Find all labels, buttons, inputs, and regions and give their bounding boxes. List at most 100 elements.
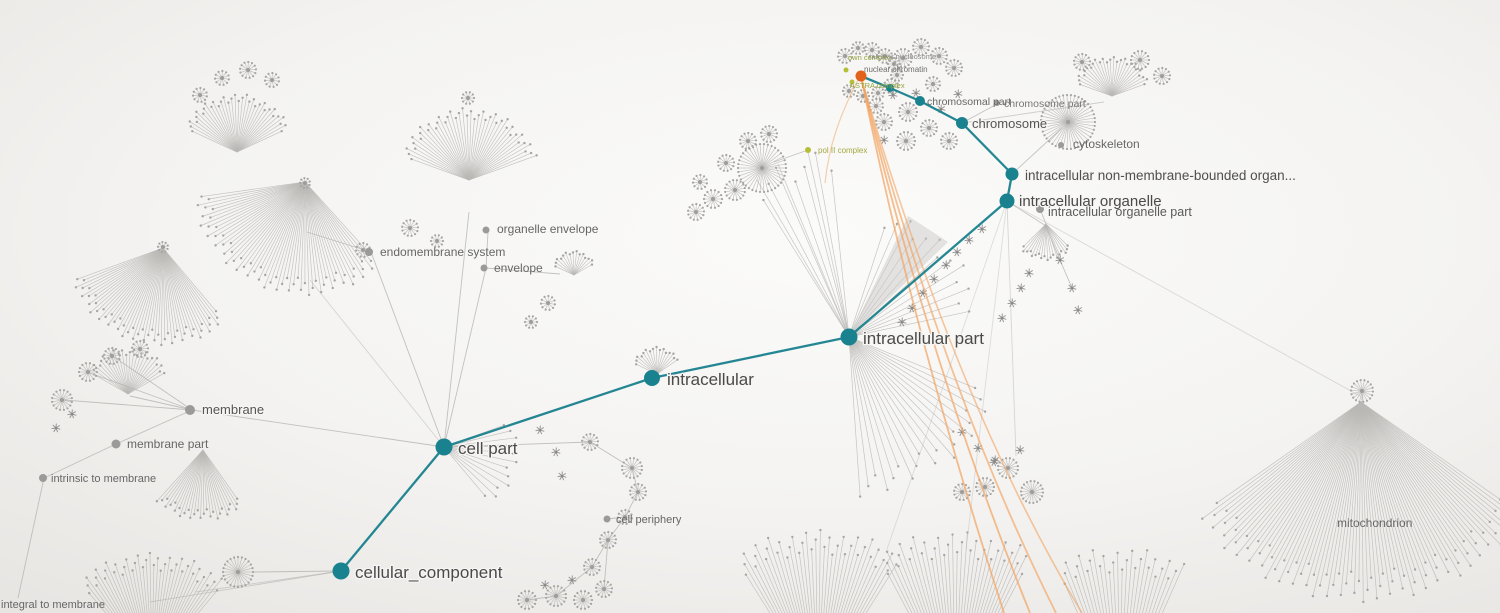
term-node-cytoskeleton[interactable] xyxy=(1058,142,1064,148)
node-cluster-flower xyxy=(401,218,420,237)
node-cluster-flower xyxy=(77,362,99,382)
node-cluster-flower xyxy=(850,41,866,55)
term-label-cytoskeleton[interactable]: cytoskeleton xyxy=(1073,137,1140,151)
node-cluster-flower xyxy=(1073,52,1092,71)
term-node-intracellular-organelle[interactable] xyxy=(999,193,1015,209)
node-cluster-flower xyxy=(51,389,73,411)
orange-curve-layer xyxy=(824,79,1083,613)
star-node xyxy=(997,313,1007,323)
term-node-intracellular-non-membrane-bounded-organelle[interactable] xyxy=(1005,167,1019,181)
term-label-nuclear-nucleosome[interactable]: nuclear nucleosome xyxy=(869,52,936,61)
term-node-cell-part[interactable] xyxy=(435,438,453,456)
star-node xyxy=(557,471,567,481)
node-cluster-flower xyxy=(924,75,941,92)
term-node-chromosome[interactable] xyxy=(956,117,968,129)
term-label-intracellular-non-membrane-bounded-organ[interactable]: intracellular non-membrane-bounded organ… xyxy=(1024,167,1298,185)
term-label-cell-periphery[interactable]: cell periphery xyxy=(616,514,682,526)
term-label-pol-ii-complex[interactable]: pol II complex xyxy=(818,146,867,155)
highlight-curve-orange xyxy=(861,80,1031,613)
term-label-astra-complex[interactable]: ASTRA complex xyxy=(850,81,905,90)
term-label-own-complex[interactable]: own complex xyxy=(848,53,892,62)
node-cluster-flower xyxy=(876,47,893,64)
dense-wedge-layer xyxy=(849,216,948,337)
term-node-intracellular-organelle-part[interactable] xyxy=(1036,205,1044,213)
term-label-chromosomal-part[interactable]: chromosomal part xyxy=(927,96,1011,108)
dense-edge-bundle xyxy=(849,216,948,337)
node-cluster-flower xyxy=(131,339,150,358)
node-cluster-flower xyxy=(1039,93,1097,151)
term-label-cell-part[interactable]: cell part xyxy=(457,438,519,460)
node-cluster-flower xyxy=(836,47,853,64)
term-node-green-dot-1[interactable] xyxy=(843,67,849,73)
term-node-intracellular-part[interactable] xyxy=(840,328,858,346)
term-label-membrane-part[interactable]: membrane part xyxy=(127,437,209,451)
term-node-nuclear-chromatin[interactable] xyxy=(855,70,867,82)
label-layer: cellular_component cell part intracellular… xyxy=(1,52,1412,611)
term-label-nuclear-chromatin[interactable]: nuclear chromatin xyxy=(864,65,928,74)
node-cluster-flower xyxy=(930,46,949,65)
term-label-intracellular[interactable]: intracellular xyxy=(666,369,756,391)
term-label-organelle-envelope[interactable]: organelle envelope xyxy=(497,222,599,236)
star-node xyxy=(1073,305,1083,315)
gray-edge-layer xyxy=(17,101,1363,603)
node-cluster-fan xyxy=(742,528,898,613)
term-label-endomembrane-system[interactable]: endomembrane system xyxy=(380,245,505,259)
term-node-chromosomal-part[interactable] xyxy=(915,96,925,106)
term-node-membrane-part[interactable] xyxy=(111,439,121,449)
node-cluster-flower xyxy=(1019,479,1045,505)
term-label-envelope[interactable]: envelope xyxy=(494,261,543,275)
term-node-pol-ii-complex[interactable] xyxy=(805,147,811,153)
highlight-path-edge xyxy=(339,445,446,573)
term-node-endomembrane-system[interactable] xyxy=(365,248,373,256)
term-node-cellular-component[interactable] xyxy=(332,562,350,580)
term-label-intrinsic-to-membrane[interactable]: intrinsic to membrane xyxy=(51,473,156,485)
node-cluster-flower xyxy=(629,482,648,501)
node-cluster-flower xyxy=(581,432,600,451)
star-node xyxy=(888,90,898,100)
term-label-membrane[interactable]: membrane xyxy=(201,401,266,419)
term-label-intracellular-organelle-part[interactable]: intracellular organelle part xyxy=(1048,205,1192,219)
term-label-integral-to-membrane[interactable]: integral to membrane xyxy=(1,599,105,611)
node-cluster-fan xyxy=(188,93,287,153)
star-node xyxy=(929,274,939,284)
node-cluster-flower xyxy=(691,173,708,190)
term-node-chromosome-part[interactable] xyxy=(994,100,1000,106)
node-cluster-fan xyxy=(443,423,518,498)
highlight-path-edge xyxy=(888,86,922,103)
node-cluster-flower xyxy=(429,234,445,248)
node-cluster-flower xyxy=(940,131,959,150)
node-cluster-flower xyxy=(583,557,602,576)
node-cluster-flower xyxy=(239,60,258,79)
star-node xyxy=(911,88,921,98)
term-label-chromosome[interactable]: chromosome xyxy=(971,115,1049,133)
term-node-intrinsic-to-membrane[interactable] xyxy=(39,474,47,482)
term-label-chromosome-part[interactable]: chromosome part xyxy=(1004,98,1086,110)
node-cluster-flower xyxy=(221,555,255,589)
star-node xyxy=(67,409,77,419)
node-cluster-flower xyxy=(920,118,939,137)
node-cluster-fan xyxy=(92,348,166,395)
term-label-intracellular-part[interactable]: intracellular part xyxy=(862,328,986,350)
node-cluster-flower xyxy=(736,142,788,194)
term-node-organelle-envelope[interactable] xyxy=(482,226,490,234)
term-node-cell-periphery[interactable] xyxy=(603,515,611,523)
term-label-cellular-component[interactable]: cellular_component xyxy=(354,562,504,584)
node-cluster-flower xyxy=(156,240,169,253)
node-cluster-flower xyxy=(595,579,614,598)
term-label-intracellular-organelle[interactable]: intracellular organelle xyxy=(1018,192,1163,212)
node-cluster-flower xyxy=(739,131,758,150)
term-label-mitochondrion[interactable]: mitochondrion xyxy=(1337,516,1412,530)
node-cluster-flower xyxy=(912,37,931,56)
term-node-membrane[interactable] xyxy=(185,405,195,415)
term-node-green-dot-2[interactable] xyxy=(849,79,855,85)
node-cluster-flower xyxy=(191,86,208,103)
term-node-envelope[interactable] xyxy=(480,264,488,272)
term-node-chromatin-link[interactable] xyxy=(886,84,894,92)
node-cluster-flower xyxy=(616,508,633,525)
node-cluster-flower xyxy=(897,102,919,122)
highlight-path-edge xyxy=(650,335,851,380)
star-node xyxy=(567,575,577,585)
term-node-intracellular[interactable] xyxy=(644,370,660,386)
node-cluster-flower xyxy=(892,48,914,68)
